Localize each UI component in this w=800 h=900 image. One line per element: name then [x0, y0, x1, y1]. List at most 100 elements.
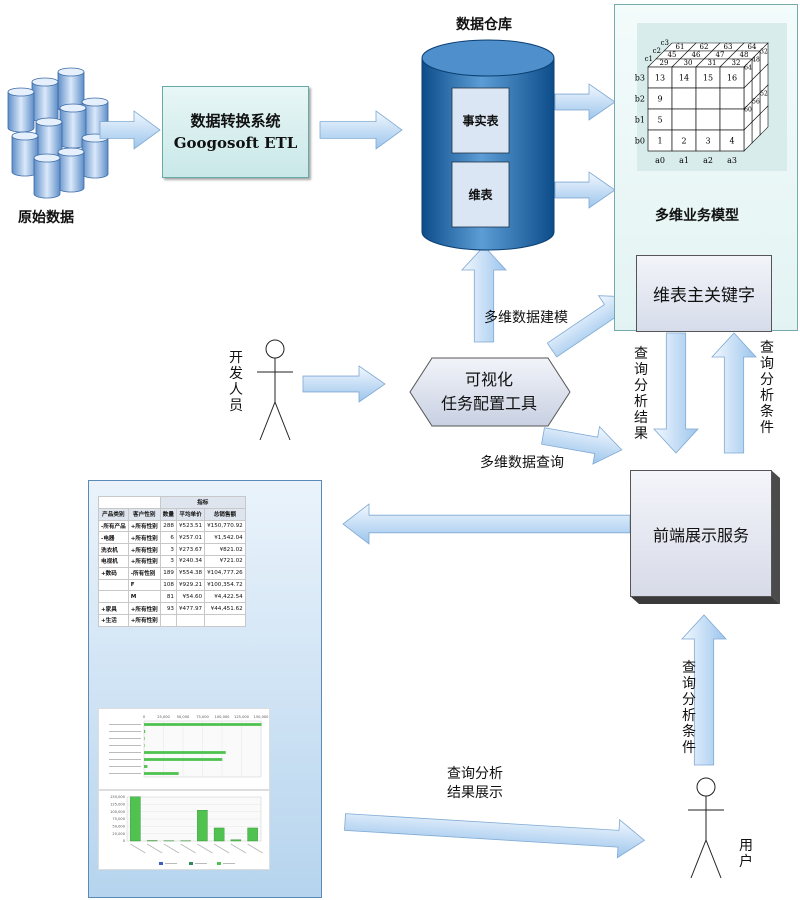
fact-table-label: 事实表	[462, 114, 499, 128]
etl-title: 数据转换系统	[190, 112, 281, 130]
source-cylinder-7	[81, 138, 109, 179]
pivot-cell: 电视机	[98, 554, 129, 568]
arrow-source-to-etl	[99, 110, 161, 150]
pivot-cell: ¥240.34	[175, 554, 206, 568]
config-tool-line2: 任务配置工具	[440, 394, 537, 413]
cube-top-value: 29	[660, 59, 669, 67]
vbar-category-label-placeholder	[247, 843, 263, 854]
pivot-cell: 108	[159, 578, 177, 592]
config-tool-hexagon-shape	[409, 357, 571, 427]
cube-top-value: 32	[732, 59, 741, 67]
pivot-cell: F	[127, 578, 161, 592]
pivot-cell: ¥273.67	[175, 543, 206, 556]
pivot-header-row: 产品类别客户性别数量平均单价总销售额	[98, 507, 246, 521]
vbar-category-label-placeholder	[213, 843, 230, 854]
pivot-cell: ¥721.02	[204, 554, 246, 568]
user-condition-label: 查询分析条件	[682, 660, 696, 756]
vbar-bar	[197, 810, 208, 842]
cube-side-value: 64	[744, 65, 752, 72]
cube-side-value: 32	[760, 49, 768, 56]
pivot-cell: ¥54.60	[175, 590, 206, 604]
developer-figure-head	[265, 339, 285, 359]
cube-axis-a: a2	[703, 156, 713, 165]
pivot-cell: ¥929.21	[175, 578, 206, 592]
pivot-column-header: 数量	[159, 507, 177, 521]
pivot-column-header: 产品类别	[98, 507, 129, 521]
pivot-cell: 288	[159, 519, 177, 533]
cube-top-value: 62	[700, 43, 709, 51]
arrow-user-to-frontend	[681, 614, 727, 766]
arrow-etl-to-warehouse	[319, 110, 403, 150]
query-condition-label: 查询分析条件	[760, 340, 774, 436]
pivot-blank	[98, 496, 161, 509]
pivot-column-header: 客户性别	[127, 507, 161, 521]
cube-side-value: 52	[760, 91, 768, 98]
cube-axis-a: a0	[655, 156, 665, 165]
developer-label: 开发人员	[229, 350, 243, 414]
arrow-results-to-user	[344, 813, 646, 859]
hbar-bar	[144, 751, 226, 754]
cube-front-cell	[695, 87, 721, 110]
pivot-cell: ¥150,770.92	[204, 519, 246, 533]
pivot-cell	[204, 613, 246, 627]
pivot-cell: 6	[159, 531, 177, 545]
dimension-table-label: 维表	[468, 188, 493, 202]
arrow-fact-to-model	[554, 83, 616, 121]
pivot-cell: +所有性别	[127, 519, 161, 533]
cube-axis-b: b0	[635, 137, 645, 146]
developer-figure	[257, 339, 293, 441]
hbar-tick-label: 25,000	[157, 715, 170, 719]
multidim-modeling-label: 多维数据建模	[484, 310, 568, 326]
pivot-cell: ¥554.38	[175, 566, 206, 580]
hbar-tick-label: 100,000	[215, 715, 231, 719]
hbar-bar	[144, 765, 148, 768]
developer-figure-leg-left	[259, 401, 276, 441]
pivot-cell: -电器	[98, 531, 129, 545]
user-figure-leg-right	[705, 839, 722, 879]
cube-front-cell	[719, 108, 745, 131]
source-cylinder-top-8	[57, 147, 85, 157]
cube-cell-value: 1	[657, 137, 662, 146]
cube-cell-value: 4	[729, 137, 734, 146]
user-figure	[688, 777, 724, 879]
query-result-label: 查询分析结果	[634, 346, 648, 442]
source-cylinder-top-2	[81, 97, 109, 107]
vbar-bar	[247, 827, 258, 842]
dimension-table-box	[451, 161, 510, 228]
vbar-tick-label: 50,000	[112, 825, 125, 829]
arrow-developer-to-tool	[302, 365, 386, 403]
pivot-column-header: 总销售额	[204, 507, 246, 521]
hbar-bar	[144, 744, 145, 747]
stick-figures	[257, 339, 724, 879]
vbar-bar	[230, 839, 242, 842]
cube-axis-a: a3	[727, 156, 737, 165]
cube-side-value: 56	[752, 99, 760, 106]
source-cylinder-top-0	[57, 67, 85, 77]
source-cylinder-top-4	[59, 103, 87, 113]
cube-front-cell	[719, 87, 745, 110]
cube-axis-c: c1	[645, 55, 653, 63]
source-cylinder-1	[31, 82, 59, 123]
vbar-tick-label: 25,000	[112, 832, 125, 836]
developer-figure-leg-right	[274, 401, 291, 441]
warehouse-title: 数据仓库	[456, 17, 512, 33]
vbar-bar	[213, 827, 225, 842]
hbar-bar	[144, 730, 146, 733]
result-display-label-1: 查询分析	[447, 766, 503, 782]
hbar-bar	[144, 758, 223, 761]
cube-cell-value: 2	[681, 137, 686, 146]
cube-cell-value: 14	[679, 74, 689, 83]
cube-front-cell	[671, 108, 697, 131]
cube-axis-c: c3	[661, 39, 669, 47]
source-cylinder-top-6	[11, 131, 39, 141]
source-cylinder-top-3	[7, 87, 35, 97]
